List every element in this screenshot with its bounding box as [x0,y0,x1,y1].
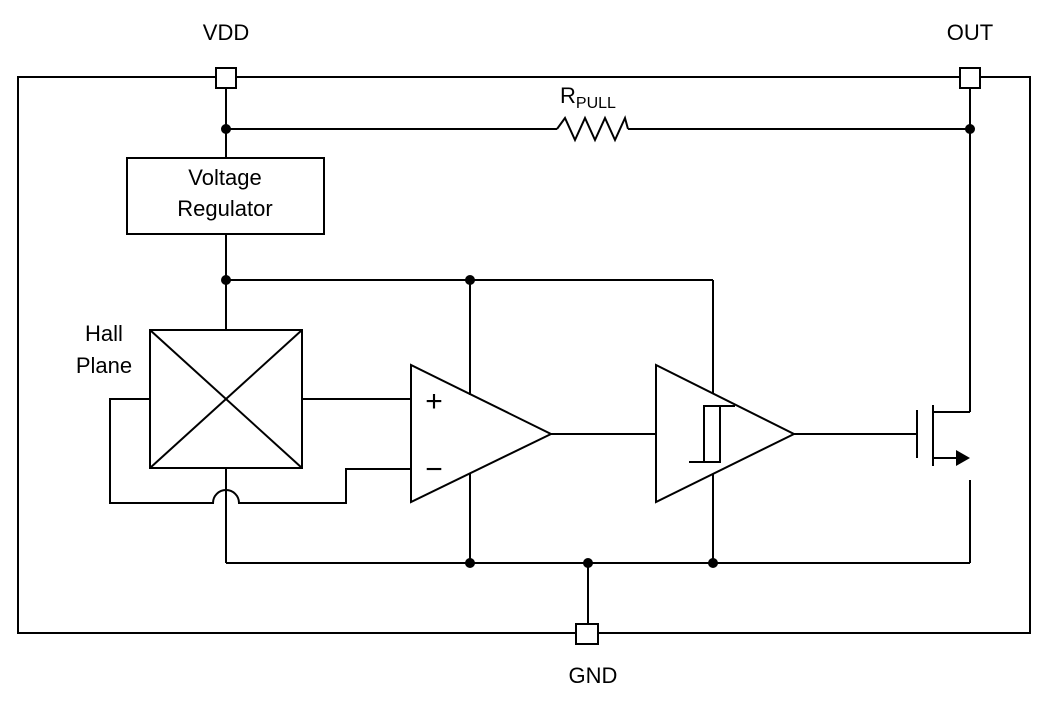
regulator-label-line1: Voltage [188,165,261,190]
junction-dot [708,558,718,568]
vdd-pin-label: VDD [203,20,249,45]
vdd-pin [215,67,237,89]
junction-dot [965,124,975,134]
regulator-label-line2: Regulator [177,196,272,221]
hall-label-line2: Plane [76,353,132,378]
gnd-pin [575,623,599,645]
rpull-label: RPULL [560,83,616,112]
hysteresis-symbol [689,405,735,463]
gnd-pin-label: GND [569,663,618,688]
comparator-triangle [655,363,797,504]
junction-dot [221,275,231,285]
junction-dot [465,275,475,285]
hall-plane-cross-b [149,329,303,469]
out-pin [959,67,981,89]
rpull-resistor [556,115,629,143]
plus-input-sign: + [425,385,443,418]
amplifier-triangle [410,363,554,504]
package-outline [17,76,1031,634]
junction-dot [221,124,231,134]
junction-dot [583,558,593,568]
hall-label-line1: Hall [85,321,123,346]
source-arrow [956,450,970,466]
out-pin-label: OUT [947,20,993,45]
junction-dot [465,558,475,568]
voltage-regulator-box [126,157,325,235]
minus-input-sign: − [425,453,443,486]
